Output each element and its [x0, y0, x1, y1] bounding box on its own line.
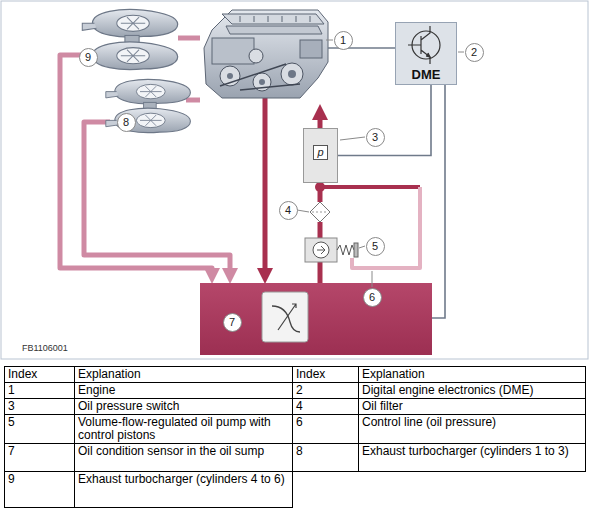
leader-lines — [297, 210, 309, 212]
index-cell: 1 — [4, 382, 75, 399]
return-pipes — [60, 38, 265, 276]
oil-sump — [200, 283, 432, 355]
oil-pump — [317, 246, 325, 254]
leader-lines — [372, 271, 373, 287]
engine-illustration — [226, 26, 322, 34]
table-header: Index — [4, 366, 75, 383]
engine-illustration — [249, 49, 263, 63]
engine-illustration — [227, 73, 233, 79]
callout-number: 3 — [366, 128, 385, 147]
oil-sump — [200, 283, 432, 355]
index-cell: 3 — [4, 398, 75, 415]
oil-feed-line — [318, 262, 323, 285]
return-pipes — [263, 98, 268, 276]
index-cell: 2 — [292, 382, 359, 399]
oil-sump — [278, 304, 296, 330]
figure-frame — [1, 1, 588, 359]
junction-dot — [315, 182, 325, 192]
signal-wires — [328, 48, 445, 318]
index-cell: 4 — [292, 398, 359, 415]
oil-pump — [337, 245, 354, 255]
explanation-cell: Oil condition sensor in the oil sump — [74, 443, 293, 472]
oil-filter — [310, 202, 330, 222]
oil-filter — [312, 212, 328, 213]
engine-illustration — [204, 10, 328, 98]
figure-code: FB1106001 — [22, 343, 68, 353]
oil-feed-line — [318, 222, 323, 238]
transistor-symbol — [396, 23, 456, 65]
callout-number: 9 — [79, 48, 98, 67]
table-header: Explanation — [358, 366, 586, 383]
oil-pump — [354, 243, 358, 257]
unit-name: DME — [410, 67, 443, 82]
callout-number: 4 — [279, 201, 298, 220]
callout-number: 2 — [465, 43, 484, 62]
return-pipes — [84, 122, 230, 276]
pressure-symbol: p — [313, 145, 327, 160]
explanation-cell: Exhaust turbocharger (cylinders 4 to 6) — [74, 471, 293, 508]
pressure-switch-box: p — [303, 128, 338, 183]
index-cell: 7 — [4, 443, 75, 472]
oil-feed-line — [318, 112, 323, 128]
engine-illustration — [212, 38, 254, 64]
engine-illustration — [240, 16, 310, 22]
explanation-cell: Volume-flow-regulated oil pump with cont… — [74, 414, 293, 444]
oil-pump — [313, 242, 329, 258]
signal-wire — [338, 85, 431, 156]
leader-lines — [340, 137, 365, 140]
transistor-symbol — [408, 26, 430, 64]
oil-filter — [310, 202, 330, 222]
callout-number: 8 — [117, 113, 136, 132]
engine-illustration — [220, 64, 300, 90]
callout-number: 7 — [223, 313, 242, 332]
return-pipes — [186, 98, 200, 103]
index-cell: 9 — [4, 471, 75, 508]
oil-feed-line — [320, 185, 420, 189]
return-pipes — [178, 36, 200, 41]
engine-illustration — [300, 40, 322, 58]
turbocharger-1-3 — [106, 79, 191, 132]
index-cell: 5 — [4, 414, 75, 444]
transistor-symbol — [408, 26, 440, 64]
leader-lines — [326, 40, 333, 41]
leader-lines — [458, 52, 464, 53]
engine-illustration — [288, 70, 296, 78]
index-cell: 8 — [292, 443, 359, 472]
explanation-cell: Oil pressure switch — [74, 398, 293, 415]
explanation-cell: Control line (oil pressure) — [358, 414, 586, 444]
transistor-symbol — [426, 53, 430, 57]
table-header: Explanation — [74, 366, 293, 383]
oil-sump — [262, 292, 308, 342]
table-header: Index — [292, 366, 359, 383]
engine-illustration — [222, 14, 324, 24]
leader-lines — [359, 246, 365, 248]
leader-lines — [297, 40, 464, 287]
callout-number: 5 — [366, 237, 385, 256]
explanation-cell: Engine — [74, 382, 293, 399]
oil-pump — [305, 238, 358, 262]
explanation-cell: Digital engine electronics (DME) — [358, 382, 586, 399]
index-cell: 6 — [292, 414, 359, 444]
control-unit-box: DME — [395, 22, 457, 85]
callout-number: 6 — [363, 288, 382, 307]
engine-illustration — [259, 79, 265, 85]
explanation-cell: Exhaust turbocharger (cylinders 1 to 3) — [358, 443, 586, 472]
oil-feed-line — [352, 187, 420, 268]
explanation-cell: Oil filter — [358, 398, 586, 415]
oil-pump — [305, 238, 337, 262]
engine-illustration — [281, 63, 303, 85]
signal-wires — [432, 85, 445, 318]
callout-number: 1 — [334, 31, 353, 50]
engine-illustration — [204, 10, 328, 98]
